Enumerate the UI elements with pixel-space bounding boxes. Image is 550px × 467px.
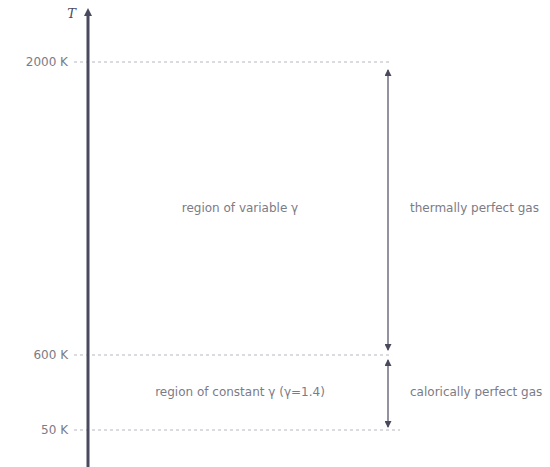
region-label: region of constant γ (γ=1.4)	[155, 385, 325, 399]
tick-label: 50 K	[41, 423, 68, 437]
axis-label: T	[67, 7, 76, 21]
range-label: thermally perfect gas	[410, 201, 539, 215]
tick-label: 600 K	[33, 348, 68, 362]
temperature-axis	[87, 12, 90, 467]
level-lines	[74, 62, 400, 430]
range-arrow	[387, 70, 388, 350]
range-arrow	[387, 360, 388, 427]
tick-label: 2000 K	[26, 55, 68, 69]
range-label: calorically perfect gas	[410, 385, 542, 399]
region-label: region of variable γ	[182, 201, 298, 215]
